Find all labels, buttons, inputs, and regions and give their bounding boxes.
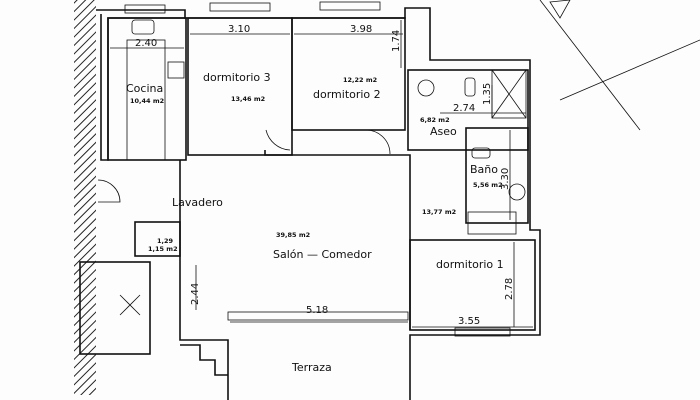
- dimension-lines: [110, 20, 533, 328]
- bano-depth: 3.30: [500, 168, 511, 190]
- north-arrow: [539, 0, 700, 131]
- dormitorio3-area: 13,46 m2: [231, 95, 265, 103]
- salon-width: 5.18: [306, 305, 328, 316]
- salon-area: 39,85 m2: [276, 231, 310, 239]
- salon-label: Salón — Comedor: [273, 248, 372, 261]
- dormitorio3-width: 3.10: [228, 24, 250, 35]
- lavadero-width: 1,29: [157, 237, 174, 245]
- dormitorio2-label: dormitorio 2: [313, 88, 381, 101]
- aseo-depth: 1.35: [482, 83, 493, 105]
- walls: [79, 1, 541, 400]
- lavadero-label: Lavadero: [172, 196, 223, 209]
- salon-depth: 2.44: [190, 283, 201, 305]
- bano-area: 5,56 m2: [473, 181, 503, 189]
- dormitorio2-width: 3.98: [350, 24, 372, 35]
- cocina-label: Cocina: [126, 82, 163, 95]
- aseo-label: Aseo: [430, 125, 457, 138]
- cocina-width: 2.40: [135, 38, 157, 49]
- bano-label: Baño: [470, 163, 498, 176]
- dormitorio2-depth: 1.74: [391, 30, 402, 52]
- dormitorio3-label: dormitorio 3: [203, 71, 271, 84]
- party-wall: [74, 0, 96, 395]
- terraza-label: Terraza: [291, 361, 332, 374]
- dormitorio2-area: 12,22 m2: [343, 76, 377, 84]
- dormitorio1-width: 3.55: [458, 316, 480, 327]
- lavadero-area: 1,15 m2: [148, 245, 178, 253]
- cocina-area: 10,44 m2: [130, 97, 164, 105]
- dormitorio1-label: dormitorio 1: [436, 258, 504, 271]
- aseo-area: 6,82 m2: [420, 116, 450, 124]
- aseo-width: 2.74: [453, 103, 475, 114]
- pasillo-area: 13,77 m2: [422, 208, 456, 216]
- dormitorio1-depth: 2.78: [504, 278, 515, 300]
